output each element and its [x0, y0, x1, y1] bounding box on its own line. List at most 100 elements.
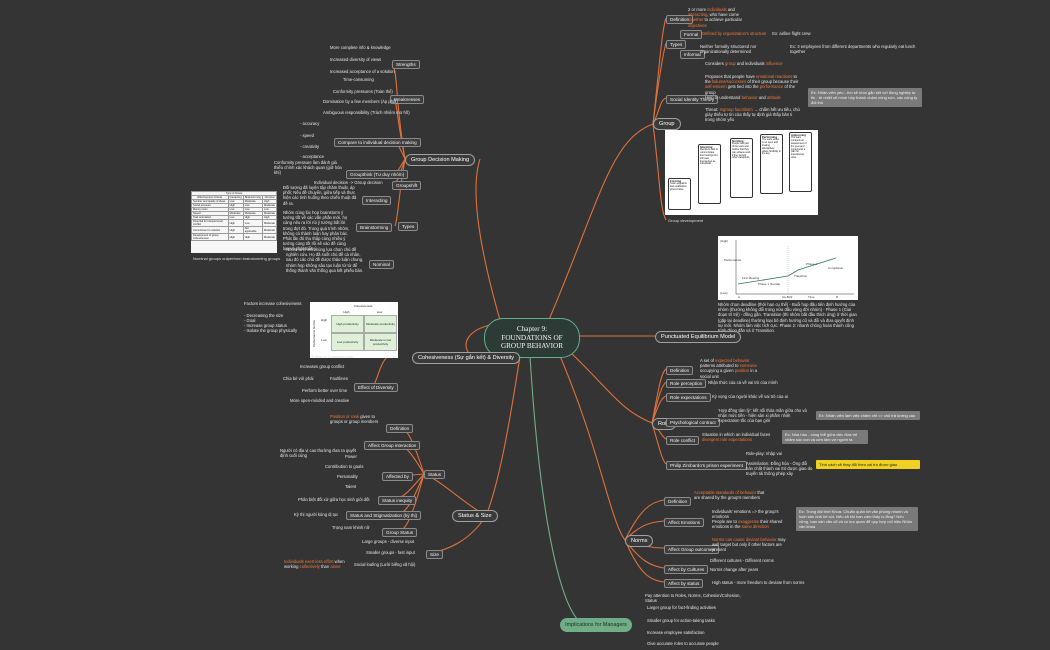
factor-4: - Isolate the group physically: [244, 328, 298, 333]
effect-of-diversity[interactable]: Effect of Diversity: [354, 383, 398, 393]
affected-power: Power: [345, 454, 357, 459]
table-cell: Commitment to solution: [191, 226, 229, 234]
pe-completion: Completion: [828, 266, 844, 270]
social-identity-node[interactable]: Social Identity Theory: [666, 95, 719, 105]
group-types-table[interactable]: Type of Group Effectiveness Criteria Int…: [191, 191, 277, 253]
weakness-3: Domination by a few members (Áp phối): [323, 99, 398, 104]
table-cell: Moderate: [262, 211, 277, 216]
role-definition[interactable]: Definition: [666, 366, 694, 376]
gdm-strengths[interactable]: Strengths: [392, 60, 420, 70]
gdm-groupshift[interactable]: Groupshift: [392, 181, 422, 191]
norms-topic[interactable]: Norms: [625, 535, 654, 547]
gdm-types[interactable]: Types: [398, 222, 419, 232]
role-expectations[interactable]: Role expectations: [666, 393, 711, 403]
table-cell: Moderate: [262, 203, 277, 208]
status-size-topic[interactable]: Status & Size: [452, 510, 498, 522]
pe-transition: Transition: [794, 274, 808, 278]
loafing-text: Individuals exert less effort when worki…: [284, 559, 345, 570]
groupshift-text: Individual decision -> Group decision: [314, 180, 383, 185]
norms-cultures[interactable]: Affect by Cultures: [664, 565, 709, 575]
norms-status[interactable]: Affect by status: [664, 579, 704, 589]
cohesiveness-factors-title: Factors increase cohesiveness: [244, 301, 302, 306]
gdm-compare[interactable]: Compare to individual decision making: [334, 138, 421, 148]
status-node[interactable]: Status: [424, 470, 446, 480]
table-cell: Moderate: [262, 219, 277, 227]
impl-5: Give accurate roles to accurate people: [647, 641, 719, 646]
group-status[interactable]: Group Status: [382, 528, 418, 538]
table-cell: Development of group cohesiveness: [191, 233, 229, 241]
compare-4: - acceptance: [300, 154, 324, 159]
status-definition[interactable]: Definition: [386, 424, 414, 434]
weakness-1: Time-consuming: [343, 77, 374, 82]
inequity-text: Phân biệt đối xử giữa học sinh giỏi dốt: [298, 497, 370, 502]
factor-2: - Goal: [244, 318, 256, 323]
status-inequity[interactable]: Status inequity: [378, 496, 417, 506]
type-interacting[interactable]: Interacting: [362, 196, 392, 206]
zimbardo-note: Tính cách sẽ thay đổi theo vai trò được …: [816, 460, 920, 469]
impl-4: Increase employee satisfaction: [647, 630, 705, 635]
types-formal-node[interactable]: Formal: [680, 30, 703, 40]
psychological-contract[interactable]: Psychological contract: [666, 418, 720, 428]
group-topic[interactable]: Group: [653, 118, 681, 130]
zimbardo-role-play: Role-play: nhập vai: [746, 451, 782, 456]
coh-row-low: Low: [321, 337, 327, 342]
type-nominal[interactable]: Nominal: [369, 260, 394, 270]
table-caption: Nominal groups outperform brainstorming …: [193, 256, 281, 261]
cohesiveness-matrix[interactable]: Cohesiveness High Low Performance Norms …: [310, 302, 398, 358]
status-affected-by[interactable]: Affected by: [382, 472, 413, 482]
cohesiveness-topic[interactable]: Cohesiveness (Sự gắn kết) & Diversity: [412, 352, 521, 364]
stigma-text: Kỳ thị người kùng dị tục: [294, 512, 339, 517]
pe-xaxis: Time: [808, 295, 815, 299]
gdm-groupthink[interactable]: Groupthink (Tư duy nhóm): [346, 170, 409, 180]
group-types-node[interactable]: Types: [666, 40, 687, 50]
punctuated-equilibrium-topic[interactable]: Punctuated Equilibrium Model: [655, 331, 742, 343]
pe-description: Nhóm chọn deadline (thời hạn cụ thể) - B…: [718, 302, 857, 334]
group-definition-node[interactable]: Definition: [666, 15, 694, 25]
table-cell: Low: [242, 219, 264, 227]
diversity-3: Perform better over time: [302, 388, 348, 393]
norms-outcomes[interactable]: Affect Group outcomes: [664, 545, 719, 555]
emotions-note: Ex: Trong đội thời Khoa: Chuẩn quán lời …: [796, 507, 918, 531]
size-small: Smaller groups - fast input: [366, 550, 415, 555]
gdm-weaknesses[interactable]: Weaknesses: [390, 95, 425, 105]
interacting-text: Đối tượng đã luyện tập chăm thuật, áp ph…: [283, 185, 357, 206]
impl-3: Smaller group for action-taking tasks: [647, 618, 715, 623]
table-cell: High: [227, 219, 244, 227]
norms-definition[interactable]: Definition: [664, 497, 692, 507]
cohesiveness-caption: Effect of Cohesiveness: [312, 354, 353, 359]
status-stigma[interactable]: Status and Stigmatization (kỳ thị): [346, 511, 422, 521]
sit-item-1: Considers group and individuals influenc…: [705, 61, 783, 66]
size-node[interactable]: Size: [426, 550, 443, 560]
emotions-2: People are to exaggerate their shared em…: [712, 519, 783, 530]
affected-talent: Talent: [345, 484, 357, 489]
group-decision-making-topic[interactable]: Group Decision Making: [405, 154, 476, 166]
norms-definition-text: Acceptable standards of behavior that ar…: [694, 490, 765, 501]
informal-description: Neither formally structured nor organiza…: [700, 44, 757, 55]
role-perception-text: Nhận thức của cá về vai trò của mình: [708, 380, 778, 385]
role-perception[interactable]: Role perception: [666, 379, 707, 389]
coh-low: Low: [376, 309, 383, 314]
norms-emotions[interactable]: Affect Emotions: [664, 518, 705, 528]
role-conflict[interactable]: Role conflict: [666, 436, 700, 446]
pe-yaxis: Performance: [724, 258, 742, 262]
emotions-1: Individuals' emotions => the group's emo…: [712, 509, 779, 520]
compare-1: - accuracy: [300, 121, 320, 126]
table-cell: Not applicable: [242, 226, 264, 234]
status-interaction[interactable]: Affect Group interaction: [364, 441, 421, 451]
implications-topic[interactable]: Implications for Managers: [560, 618, 632, 632]
types-informal-node[interactable]: Informal: [680, 50, 705, 60]
coh-perf-norms: Performance Norms: [312, 320, 316, 348]
impl-1: Pay attention to Roles, Norms, Cohesion/…: [645, 593, 741, 604]
table-cell: High: [227, 226, 244, 234]
zimbardo-experiment[interactable]: Philip Zimbardo's prison experiment: [666, 461, 747, 471]
punctuated-equilibrium-chart[interactable]: (High) (Low) Phase 2 Completion Transiti…: [718, 236, 858, 300]
type-brainstorming[interactable]: Brainstorming: [356, 223, 393, 233]
